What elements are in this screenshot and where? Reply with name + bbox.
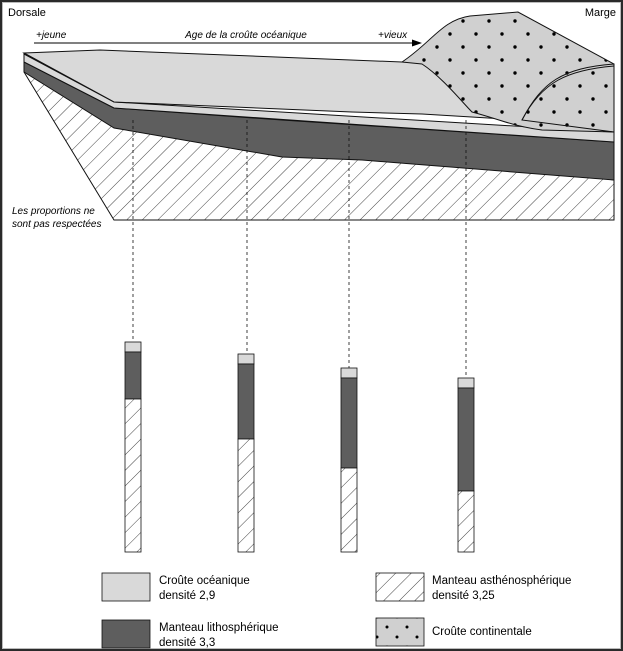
column-1 <box>124 341 142 553</box>
legend-swatch-litho <box>101 619 151 649</box>
age-axis-title: Age de la croûte océanique <box>184 30 307 41</box>
column-3-litho <box>340 377 358 469</box>
note-line-1: Les proportions ne <box>12 206 95 217</box>
block-diagram: Les proportions ne sont pas respectées <box>12 11 615 378</box>
column-1-crust <box>124 341 142 353</box>
column-3-astheno <box>340 467 358 553</box>
dorsale-label: Dorsale <box>8 7 46 19</box>
legend-swatch-astheno <box>375 572 425 602</box>
legend-swatch-continental <box>375 617 425 647</box>
legend: Croûte océanique densité 2,9 Manteau lit… <box>101 572 571 649</box>
column-4-crust <box>457 377 475 389</box>
age-arrow-head <box>412 39 422 47</box>
legend-oceanic-line1: Croûte océanique <box>159 575 250 587</box>
column-3-crust <box>340 367 358 379</box>
continental-crust-edge <box>521 65 615 121</box>
legend-continental: Croûte continentale <box>432 626 532 638</box>
legend-litho-line2: densité 3,3 <box>159 637 215 649</box>
column-1-litho <box>124 351 142 400</box>
column-2 <box>237 353 255 553</box>
column-2-crust <box>237 353 255 365</box>
note-line-2: sont pas respectées <box>12 219 102 230</box>
column-2-astheno <box>237 438 255 553</box>
column-3 <box>340 367 358 553</box>
column-2-litho <box>237 363 255 440</box>
column-1-astheno <box>124 398 142 553</box>
old-label: +vieux <box>378 30 408 41</box>
young-label: +jeune <box>36 30 67 41</box>
continental-crust <box>400 11 615 133</box>
legend-swatch-oceanic <box>101 572 151 602</box>
column-4 <box>457 377 475 553</box>
column-4-astheno <box>457 490 475 553</box>
marge-label: Marge <box>585 7 616 19</box>
legend-astheno-line2: densité 3,25 <box>432 590 495 602</box>
column-4-litho <box>457 387 475 492</box>
legend-oceanic-line2: densité 2,9 <box>159 590 215 602</box>
legend-astheno-line1: Manteau asthénosphérique <box>432 575 571 587</box>
legend-litho-line1: Manteau lithosphérique <box>159 622 279 634</box>
